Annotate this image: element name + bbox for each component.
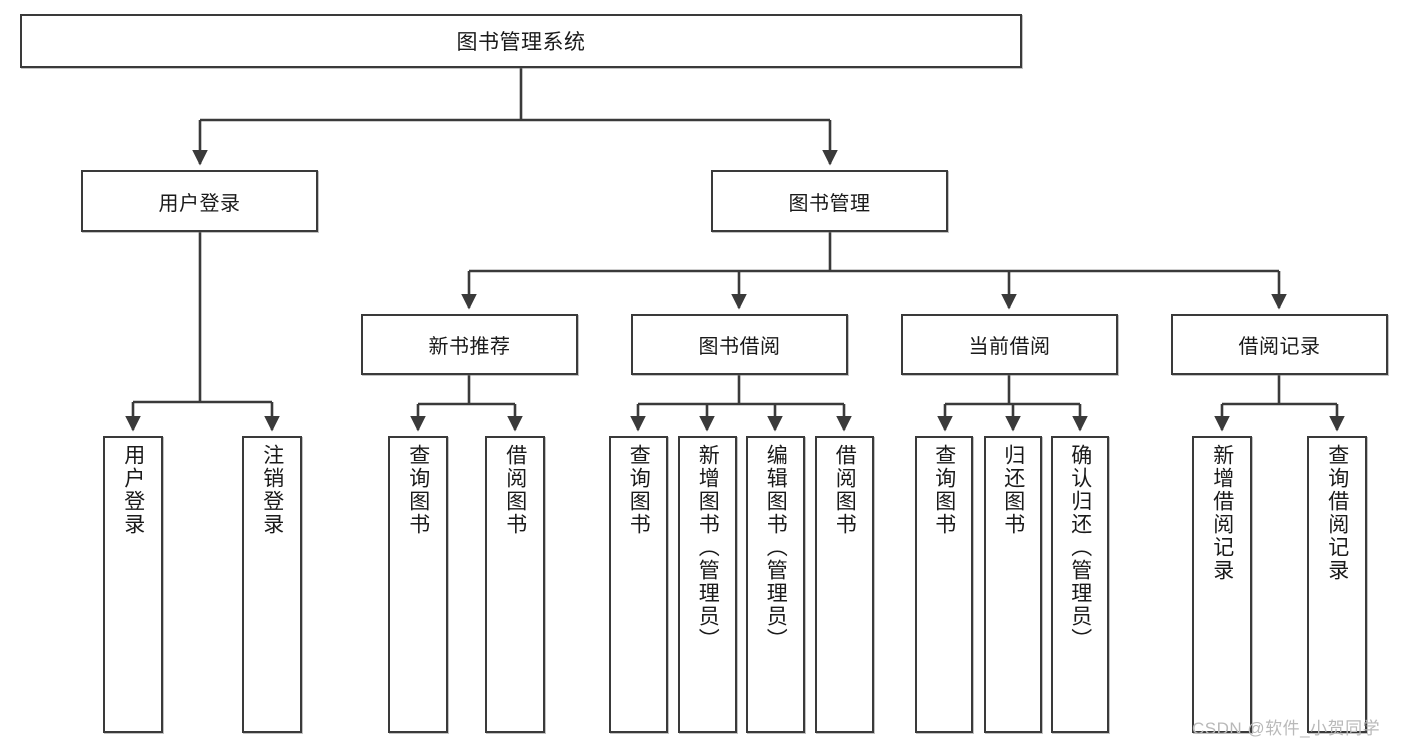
leaf-current-borrow-return-book[interactable]: 归还图书 <box>984 436 1042 733</box>
node-label: 借阅记录 <box>1238 336 1321 358</box>
node-label: 图书管理 <box>788 192 871 215</box>
node-label: 用户登录 <box>158 192 241 215</box>
node-label: 用户登录 <box>121 444 145 536</box>
node-label: 新增借阅记录 <box>1210 444 1234 582</box>
node-root-book-management-system[interactable]: 图书管理系统 <box>20 14 1022 68</box>
node-label: 新书推荐 <box>428 336 511 358</box>
node-label: 图书管理系统 <box>456 31 586 54</box>
node-user-login[interactable]: 用户登录 <box>81 170 318 232</box>
node-label: 确认归还（管理员） <box>1068 444 1092 651</box>
leaf-current-borrow-confirm-return-admin[interactable]: 确认归还（管理员） <box>1051 436 1109 733</box>
node-label: 查询图书 <box>932 444 956 536</box>
leaf-new-book-query-book[interactable]: 查询图书 <box>388 436 448 733</box>
leaf-current-borrow-query-book[interactable]: 查询图书 <box>915 436 973 733</box>
leaf-user-login-login[interactable]: 用户登录 <box>103 436 163 733</box>
leaf-book-borrow-edit-book-admin[interactable]: 编辑图书（管理员） <box>746 436 805 733</box>
node-label: 图书借阅 <box>698 336 781 358</box>
leaf-borrow-record-query-record[interactable]: 查询借阅记录 <box>1307 436 1367 733</box>
node-label: 借阅图书 <box>503 444 527 536</box>
node-book-borrow[interactable]: 图书借阅 <box>631 314 848 375</box>
node-label: 查询图书 <box>627 444 651 536</box>
leaf-borrow-record-add-record[interactable]: 新增借阅记录 <box>1192 436 1252 733</box>
node-label: 注销登录 <box>260 444 284 536</box>
watermark: CSDN @软件_小贺同学 <box>1192 719 1381 738</box>
node-label: 归还图书 <box>1001 444 1025 536</box>
node-current-borrow[interactable]: 当前借阅 <box>901 314 1118 375</box>
node-borrow-record[interactable]: 借阅记录 <box>1171 314 1388 375</box>
leaf-book-borrow-query-book[interactable]: 查询图书 <box>609 436 668 733</box>
leaf-book-borrow-add-book-admin[interactable]: 新增图书（管理员） <box>678 436 737 733</box>
node-label: 借阅图书 <box>833 444 857 536</box>
node-book-management[interactable]: 图书管理 <box>711 170 948 232</box>
node-label: 查询图书 <box>406 444 430 536</box>
node-label: 编辑图书（管理员） <box>764 444 788 651</box>
leaf-new-book-borrow-book[interactable]: 借阅图书 <box>485 436 545 733</box>
node-label: 当前借阅 <box>968 336 1051 358</box>
node-label: 查询借阅记录 <box>1325 444 1349 582</box>
node-new-book-recommend[interactable]: 新书推荐 <box>361 314 578 375</box>
node-label: 新增图书（管理员） <box>696 444 720 651</box>
leaf-user-login-logout[interactable]: 注销登录 <box>242 436 302 733</box>
leaf-book-borrow-borrow-book[interactable]: 借阅图书 <box>815 436 874 733</box>
